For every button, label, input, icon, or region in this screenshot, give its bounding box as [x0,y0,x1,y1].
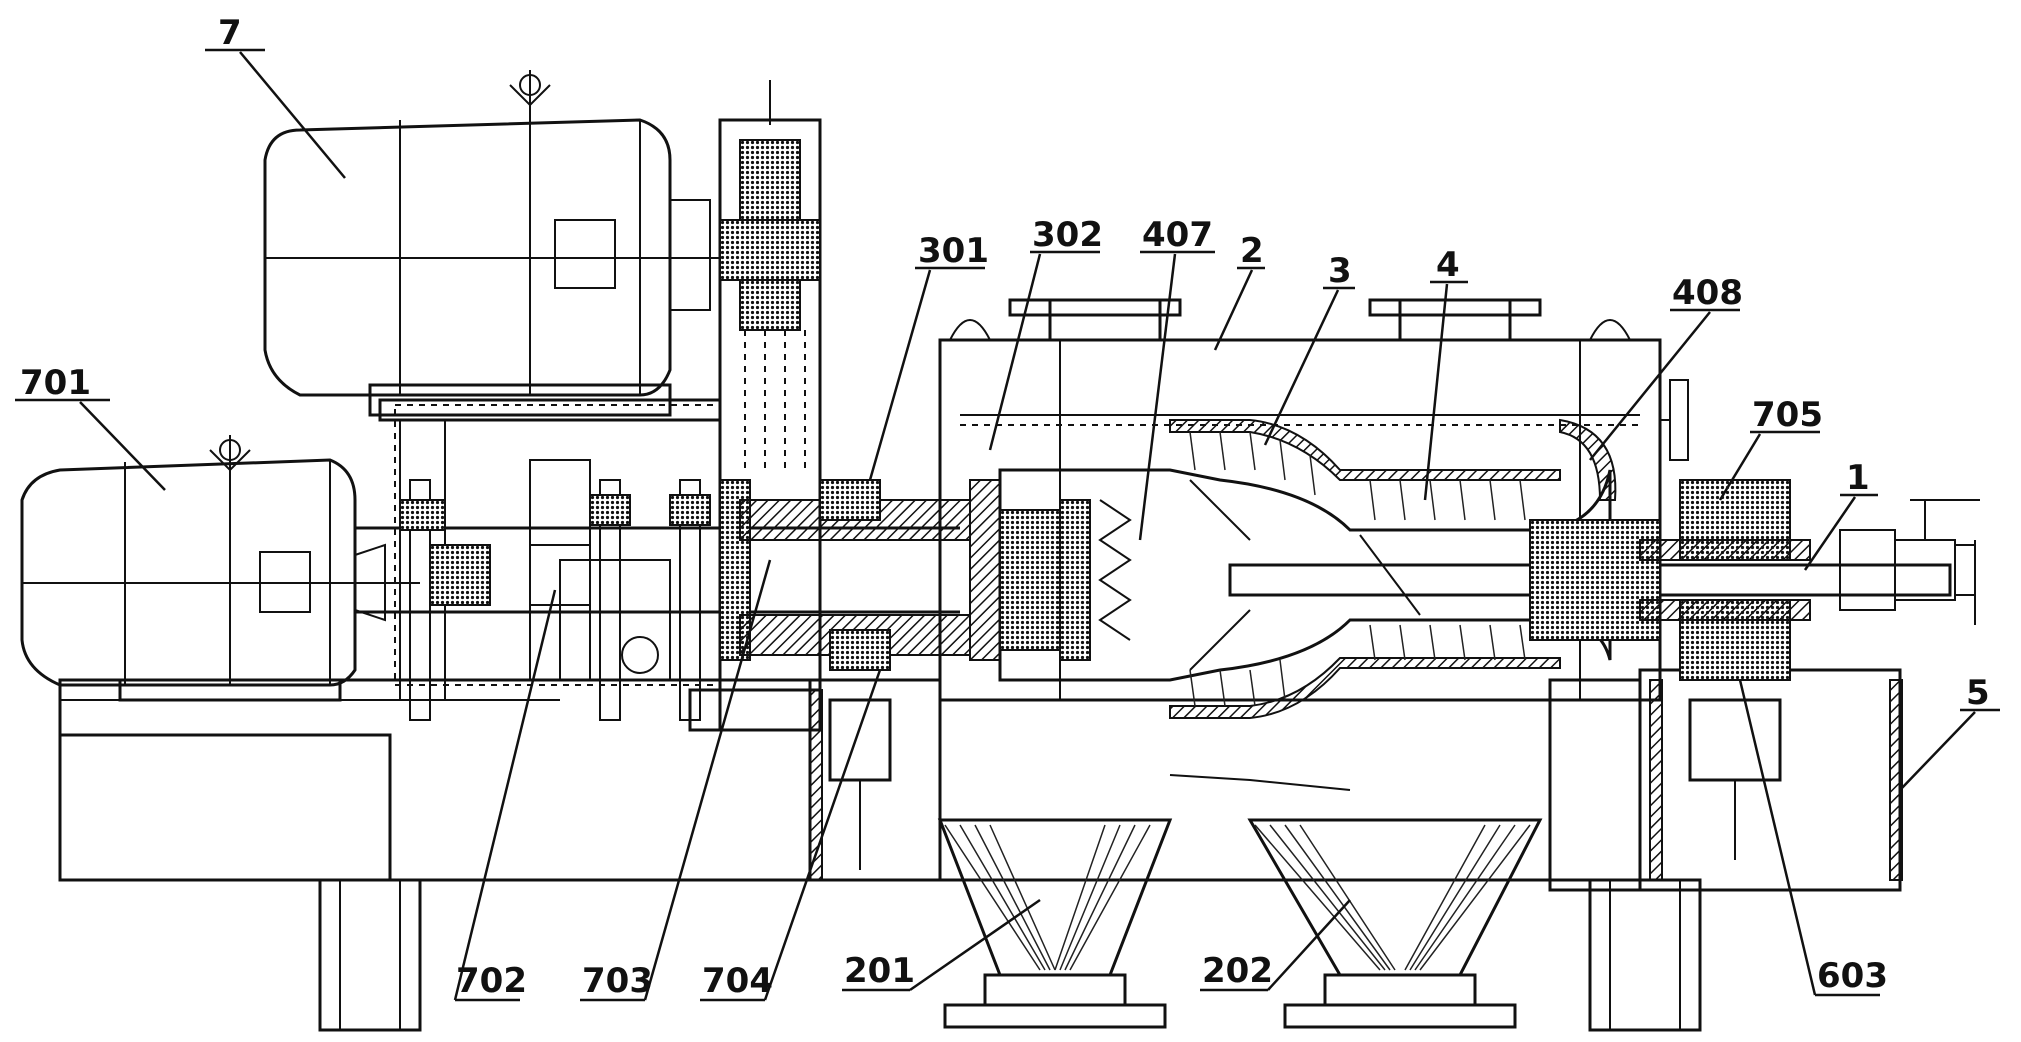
label-702: 702 [456,961,527,1001]
rotor-chamber [998,418,1617,719]
motor-7 [263,70,720,417]
label-4: 4 [1436,245,1460,285]
label-408: 408 [1672,273,1743,313]
label-703: 703 [582,961,653,1001]
label-302: 302 [1032,215,1103,255]
gearbox-support [378,80,822,732]
label-1: 1 [1846,458,1870,498]
label-407: 407 [1142,215,1213,255]
label-5: 5 [1966,673,1990,713]
label-202: 202 [1202,951,1273,991]
main-shaft [1228,479,1980,681]
label-3: 3 [1328,251,1352,291]
label-301: 301 [918,231,989,271]
motor-701 [20,435,420,702]
drive-shaft [355,479,971,721]
hopper-201 [937,818,1173,1029]
base-frame [58,668,1903,1032]
label-603: 603 [1817,956,1888,996]
label-7: 7 [218,13,242,53]
label-2: 2 [1240,231,1264,271]
label-704: 704 [702,961,773,1001]
label-201: 201 [844,951,915,991]
callout-labels: 7 701 301 302 407 2 3 4 408 705 1 5 702 … [20,13,1990,1001]
leader-lines [15,48,2000,1002]
label-701: 701 [20,363,91,403]
label-705: 705 [1752,395,1823,435]
hopper-202 [1169,774,1543,1029]
